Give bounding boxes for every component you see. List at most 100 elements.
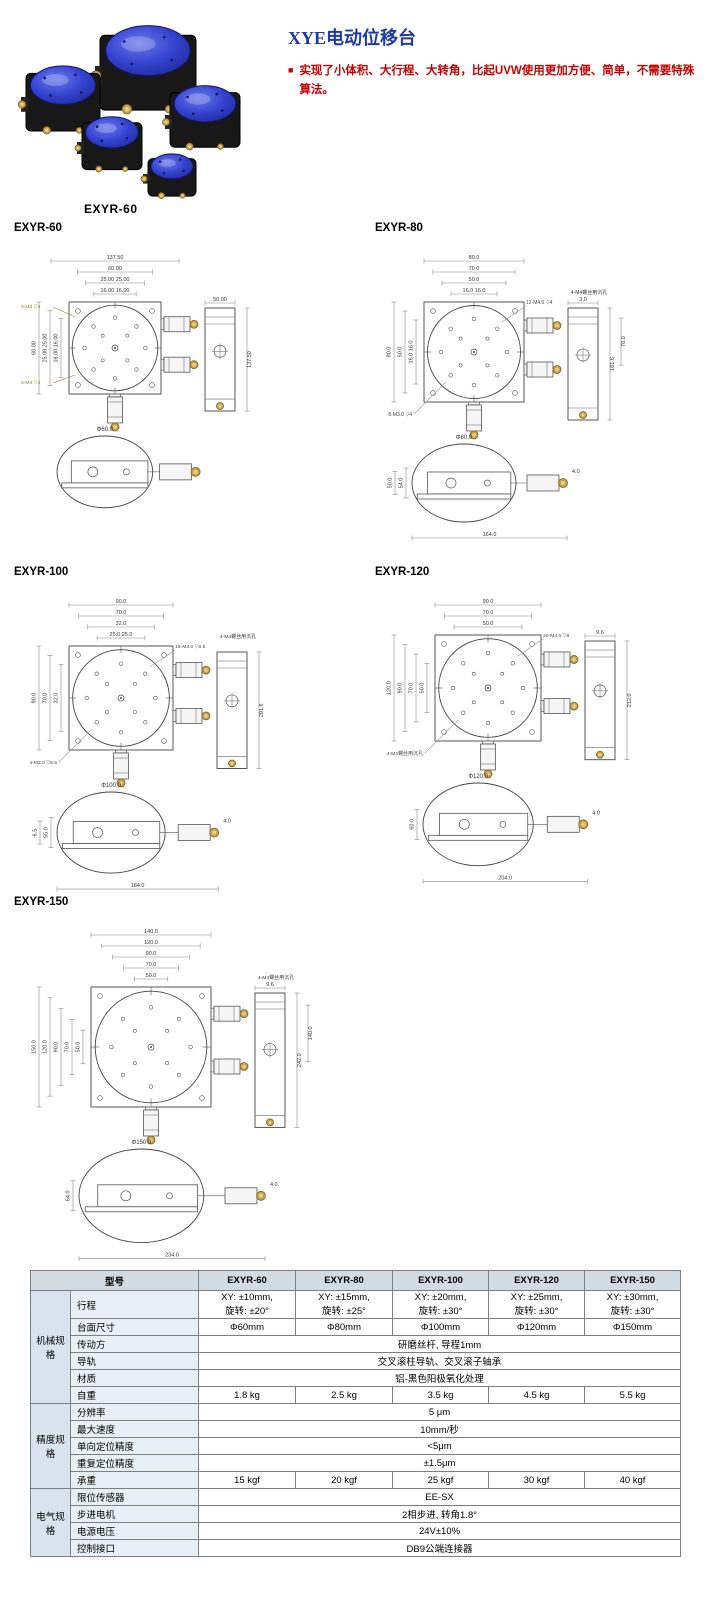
dimension-label: 60.00 — [108, 266, 122, 272]
product-photo — [17, 25, 241, 200]
spec-value-cell: 40 kgf — [584, 1471, 682, 1489]
spec-value-cell: <5μm — [198, 1437, 682, 1455]
feature-bullet: ■ 实现了小体积、大行程、大转角，比起UVW使用更加方便、简单，不需要特殊算法。 — [288, 62, 696, 100]
spec-value-cell: 5.5 kg — [584, 1386, 682, 1404]
dimension-label: 70.0 — [116, 610, 127, 616]
dimension-label: 32.0 — [54, 693, 60, 704]
dimension-label: 16.0 16.0 — [409, 341, 415, 364]
spec-value-cell: 2.5 kg — [295, 1386, 394, 1404]
dimension-label: 6.5 — [33, 829, 39, 837]
spec-row-label: 单向定位精度 — [69, 1437, 200, 1455]
spec-value-cell: 交叉滚柱导轨、交叉滚子轴承 — [198, 1352, 682, 1370]
dimension-label: 90.0 — [398, 683, 404, 694]
dimension-label: 201.6 — [259, 703, 265, 717]
dimension-label: 70.0 — [483, 610, 494, 616]
dimension-label: 204.0 — [498, 876, 512, 882]
dimension-label: 50.0 — [483, 621, 494, 627]
bullet-text: 实现了小体积、大行程、大转角，比起UVW使用更加方便、简单，不需要特殊算法。 — [299, 65, 695, 96]
dimension-label: 120.0 — [144, 940, 158, 946]
spec-value-cell: Φ60mm — [198, 1318, 297, 1336]
dimension-label: Φ120.0 — [468, 774, 488, 780]
dimension-label: 90.0 — [483, 599, 494, 605]
spec-row-label: 承重 — [69, 1471, 200, 1489]
dimension-label: 212.0 — [627, 693, 633, 707]
dimension-label: 25.00 25.00 — [101, 277, 130, 283]
dimension-label: 70.0 — [621, 336, 627, 347]
dimension-label: 70.0 — [43, 693, 49, 704]
spec-row-label: 重复定位精度 — [69, 1454, 200, 1472]
spec-value-cell: 2相步进, 转角1.8° — [198, 1505, 682, 1523]
table-header-model: 型号 — [29, 1270, 200, 1291]
dimension-label: 25.0 25.0 — [110, 632, 133, 638]
spec-value-cell: 铝-黑色阳极氧化处理 — [198, 1369, 682, 1387]
dimension-label: 4-M4螺丝用沉孔 — [220, 633, 256, 640]
dimension-label: 4.0 — [572, 469, 580, 475]
dimension-label: 70.0 — [469, 266, 480, 272]
dimension-label: Φ100.0 — [101, 783, 121, 789]
dimension-label: 164.0 — [483, 532, 497, 538]
dimension-label: 16.0 16.0 — [463, 288, 486, 294]
dimension-label: 90.0 — [32, 693, 38, 704]
spec-row-label: 行程 — [69, 1290, 200, 1319]
spec-value-cell: XY: ±30mm, 旋转: ±30° — [584, 1290, 682, 1319]
dimension-label: 137.50 — [247, 351, 253, 368]
dimension-label: 8-M3 ▽4 — [21, 304, 41, 310]
spec-value-cell: Φ120mm — [488, 1318, 586, 1336]
dimension-label: 90.0 — [116, 599, 127, 605]
spec-value-cell: XY: ±15mm, 旋转: ±25° — [295, 1290, 394, 1319]
spec-value-cell: EE-SX — [198, 1488, 682, 1506]
spec-value-cell: 15 kgf — [198, 1471, 297, 1489]
spec-value-cell: XY: ±25mm, 旋转: ±30° — [488, 1290, 586, 1319]
photo-caption: EXYR-60 — [84, 202, 138, 216]
table-header-exyr-120: EXYR-120 — [488, 1270, 586, 1291]
spec-value-cell: XY: ±20mm, 旋转: ±30° — [392, 1290, 490, 1319]
spec-row-label: 控制接口 — [69, 1539, 200, 1557]
spec-value-cell: 24V±10% — [198, 1522, 682, 1540]
dimension-label: 50.0 — [469, 277, 480, 283]
title-block: XYE电动位移台 ■ 实现了小体积、大行程、大转角，比起UVW使用更加方便、简单… — [288, 24, 696, 100]
dimension-label: 60.00 — [32, 341, 38, 355]
dimension-label: 16-M4.0 ▽6.5 — [175, 644, 206, 650]
dimension-label: 64.0 — [66, 1190, 72, 1201]
section-label-exyr-150: EXYR-150 — [14, 896, 69, 908]
dimension-label: 50.0 — [76, 1042, 82, 1053]
dimension-label: 120.0 — [43, 1040, 49, 1054]
dimension-label: 9.6 — [596, 630, 604, 636]
spec-value-cell: Φ80mm — [295, 1318, 394, 1336]
dimension-label: 4.0 — [223, 819, 231, 825]
dimension-label: 50.0 — [420, 683, 426, 694]
spec-group-label: 电气规格 — [30, 1488, 71, 1557]
dimension-label: 70.0 — [65, 1042, 71, 1053]
dimension-label: 50.0 — [146, 973, 157, 979]
dimension-label: 234.0 — [165, 1253, 179, 1259]
spec-row-label: 传动方 — [69, 1335, 200, 1353]
spec-row-label: 材质 — [69, 1369, 200, 1387]
dimension-label: 8-M4 ▽4 — [21, 380, 41, 386]
table-header-exyr-100: EXYR-100 — [392, 1270, 490, 1291]
spec-row-label: 台面尺寸 — [69, 1318, 200, 1336]
dimension-label: 80.0 — [387, 347, 393, 358]
dimension-label: 4-M4螺丝用沉孔 — [387, 750, 423, 757]
spec-value-cell: 1.8 kg — [198, 1386, 297, 1404]
spec-value-cell: Φ150mm — [584, 1318, 682, 1336]
spec-value-cell: 5 μm — [198, 1403, 682, 1421]
spec-value-cell: ±1.5μm — [198, 1454, 682, 1472]
spec-value-cell: XY: ±10mm, 旋转: ±20° — [198, 1290, 297, 1319]
dimension-label: 8-M3.0 ▽4 — [388, 412, 412, 418]
spec-value-cell: 10mm/秒 — [198, 1420, 682, 1438]
bullet-icon: ■ — [288, 65, 294, 75]
spec-row-label: 分辨率 — [69, 1403, 200, 1421]
dimension-label: 16.00 16.00 — [101, 288, 130, 294]
